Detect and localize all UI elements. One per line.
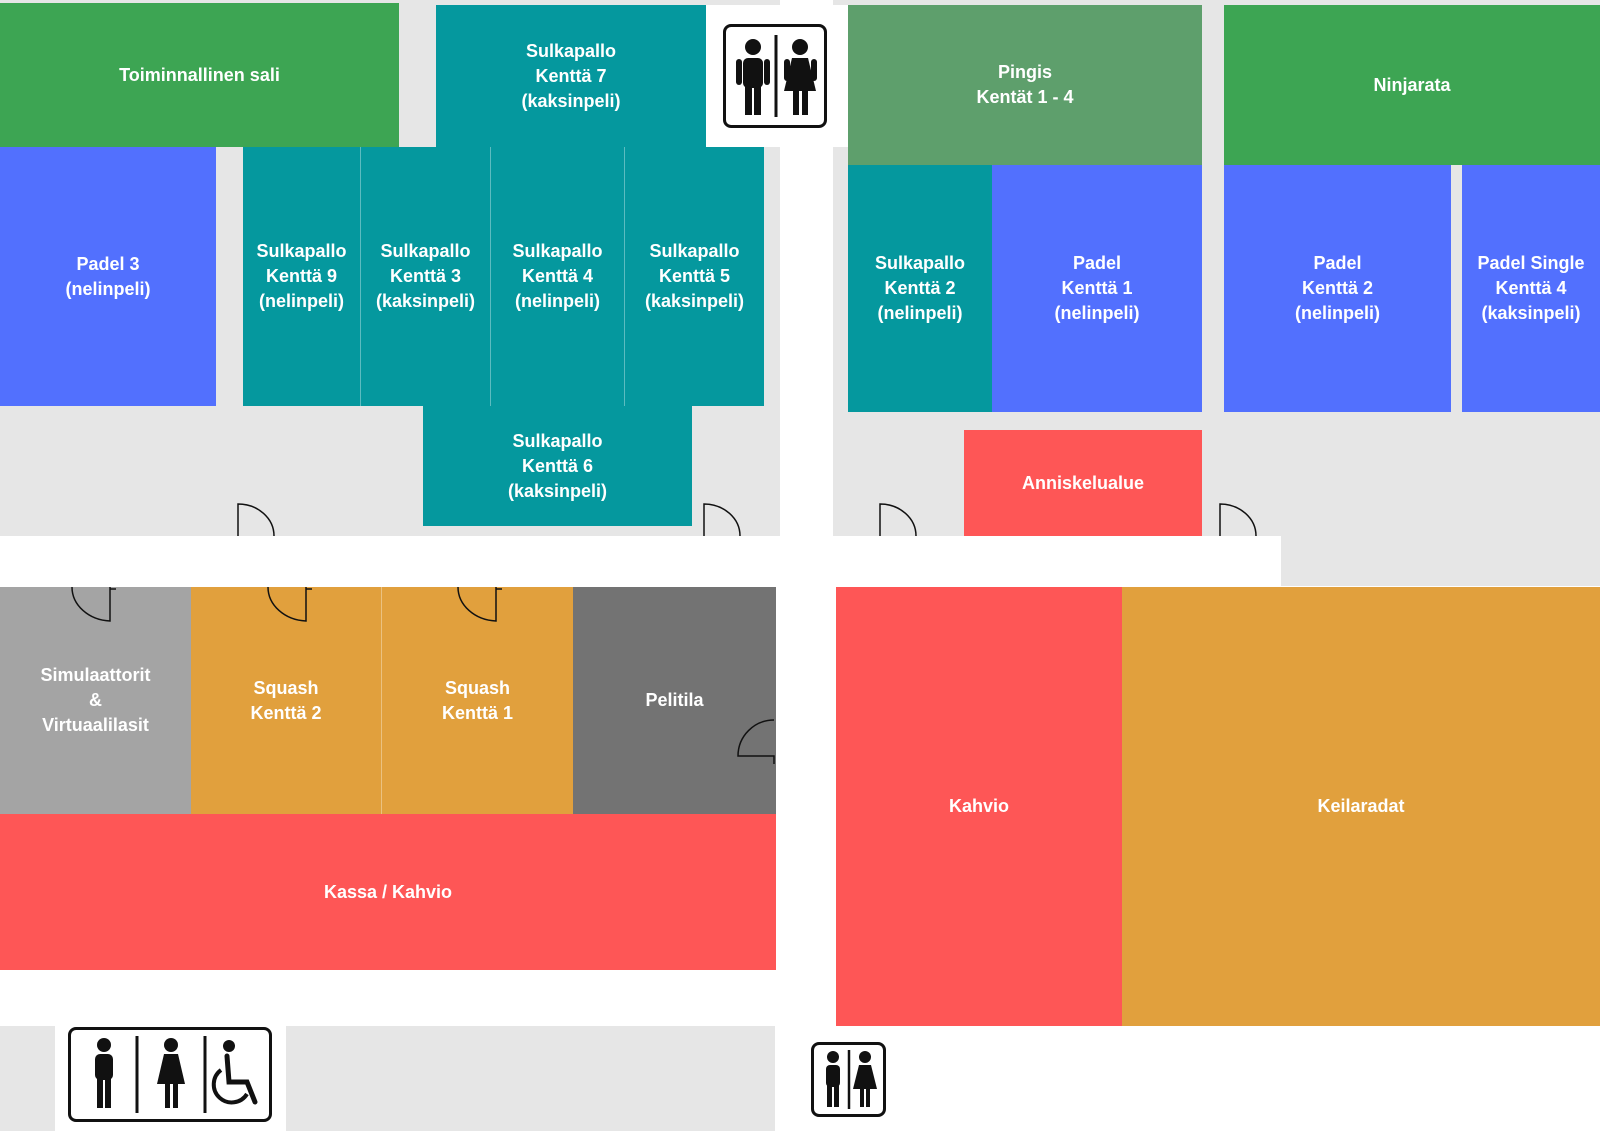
room-label: Pingis Kentät 1 - 4 [976, 62, 1074, 107]
room-label: Keilaradat [1317, 796, 1405, 816]
room-kassa-kahvio[interactable]: Kassa / Kahvio [0, 814, 776, 970]
room-keilaradat[interactable]: Keilaradat [1122, 587, 1600, 1026]
room-padel-1[interactable]: Padel Kenttä 1 (nelinpeli) [992, 165, 1202, 412]
room-padel-2[interactable]: Padel Kenttä 2 (nelinpeli) [1224, 165, 1451, 412]
room-label: Sulkapallo Kenttä 4 (nelinpeli) [512, 241, 603, 311]
floor-area-mid-right [1281, 536, 1600, 586]
room-sulkapallo-6[interactable]: Sulkapallo Kenttä 6 (kaksinpeli) [423, 406, 692, 526]
room-label: Sulkapallo Kenttä 9 (nelinpeli) [256, 241, 347, 311]
room-sulkapallo-9[interactable]: Sulkapallo Kenttä 9 (nelinpeli) [243, 147, 360, 406]
room-anniskelualue[interactable]: Anniskelualue [964, 430, 1202, 536]
room-label: Sulkapallo Kenttä 2 (nelinpeli) [874, 253, 966, 323]
door-swing-icon [703, 503, 741, 537]
door-swing-icon [879, 503, 917, 537]
room-padel-single-4[interactable]: Padel Single Kenttä 4 (kaksinpeli) [1462, 165, 1600, 412]
restroom-accessible-icon [68, 1027, 272, 1122]
room-label: Squash Kenttä 2 [250, 677, 322, 723]
door-swing-icon [1219, 503, 1257, 537]
door-swing-icon [457, 586, 502, 622]
room-sulkapallo-2[interactable]: Sulkapallo Kenttä 2 (nelinpeli) [848, 165, 992, 412]
room-squash-1[interactable]: Squash Kenttä 1 [381, 587, 573, 814]
room-label: Squash Kenttä 1 [441, 677, 513, 723]
room-sulkapallo-5[interactable]: Sulkapallo Kenttä 5 (kaksinpeli) [624, 147, 764, 406]
restroom-icon [811, 1042, 886, 1117]
room-label: Kassa / Kahvio [323, 881, 453, 902]
room-label: Toiminnallinen sali [119, 64, 280, 85]
room-label: Sulkapallo Kenttä 3 (kaksinpeli) [375, 241, 476, 311]
room-label: Padel Kenttä 2 (nelinpeli) [1295, 253, 1380, 323]
room-pingis[interactable]: Pingis Kentät 1 - 4 [848, 5, 1202, 165]
room-padel-3[interactable]: Padel 3 (nelinpeli) [0, 147, 216, 406]
door-swing-icon [71, 586, 116, 622]
room-sulkapallo-3[interactable]: Sulkapallo Kenttä 3 (kaksinpeli) [360, 147, 490, 406]
floor-area-bottom-mid [286, 1026, 775, 1131]
room-label: Anniskelualue [1021, 472, 1145, 493]
room-label: Simulaattorit & Virtuaalilasit [40, 665, 151, 735]
room-pelitila[interactable]: Pelitila [573, 587, 776, 814]
room-label: Ninjarata [1373, 74, 1451, 95]
room-label: Sulkapallo Kenttä 6 (kaksinpeli) [507, 430, 608, 501]
room-label: Sulkapallo Kenttä 5 (kaksinpeli) [644, 241, 745, 311]
room-toiminnallinen-sali[interactable]: Toiminnallinen sali [0, 3, 399, 147]
door-swing-icon [267, 586, 312, 622]
room-simulaattorit[interactable]: Simulaattorit & Virtuaalilasit [0, 587, 191, 814]
room-label: Sulkapallo Kenttä 7 (kaksinpeli) [521, 40, 621, 111]
room-label: Pelitila [645, 690, 704, 710]
restroom-icon [723, 24, 827, 128]
floor-area-bottom-left [0, 1026, 55, 1131]
room-squash-2[interactable]: Squash Kenttä 2 [191, 587, 381, 814]
room-sulkapallo-4[interactable]: Sulkapallo Kenttä 4 (nelinpeli) [490, 147, 624, 406]
room-ninjarata[interactable]: Ninjarata [1224, 5, 1600, 165]
room-sulkapallo-7[interactable]: Sulkapallo Kenttä 7 (kaksinpeli) [436, 5, 706, 147]
room-label: Padel Single Kenttä 4 (kaksinpeli) [1477, 253, 1585, 323]
room-kahvio[interactable]: Kahvio [836, 587, 1122, 1026]
room-label: Padel 3 (nelinpeli) [65, 253, 151, 299]
room-label: Padel Kenttä 1 (nelinpeli) [1054, 253, 1140, 323]
door-swing-icon [237, 503, 275, 537]
room-label: Kahvio [948, 796, 1009, 816]
door-swing-icon [737, 719, 775, 764]
